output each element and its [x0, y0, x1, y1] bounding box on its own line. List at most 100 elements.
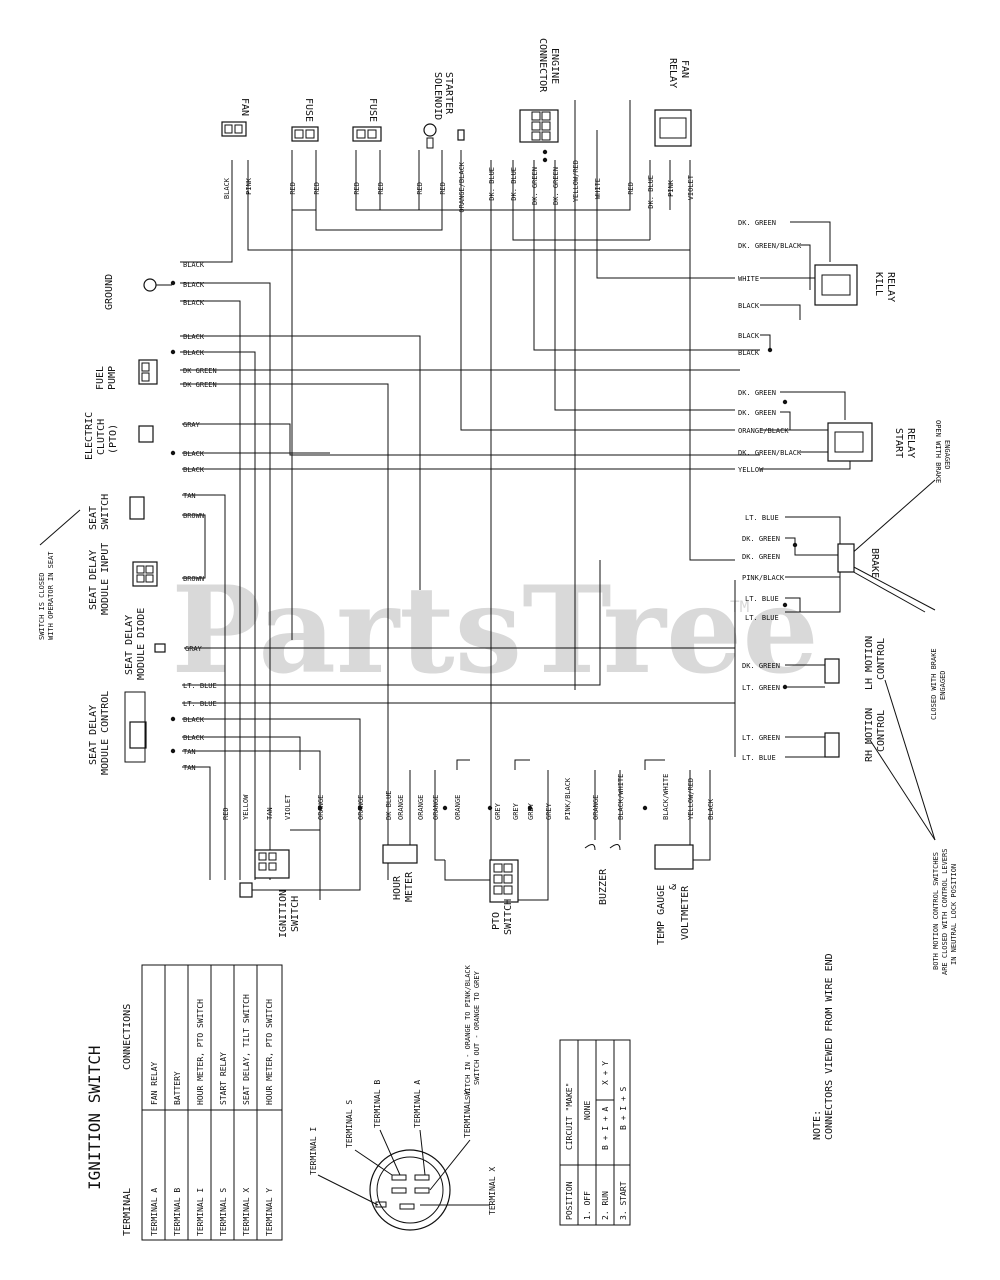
ignition-table-cell: START RELAY — [219, 1052, 228, 1105]
engine-connector-label: CONNECTOR — [537, 38, 548, 93]
wire-label: BLACK — [183, 333, 205, 341]
wire-network — [39, 100, 936, 901]
wire-label: DK. BLUE — [488, 167, 496, 201]
wire-label: RED — [353, 182, 361, 195]
clutch-connector-icon — [138, 425, 154, 443]
wire-label: YELLOW/RED — [572, 160, 580, 202]
lh-motion-label: CONTROL — [876, 638, 887, 680]
temp-gauge-label: TEMP GAUGE — [656, 885, 667, 945]
wire-labels: BLACK PINK RED RED RED RED RED RED ORANG… — [183, 160, 802, 820]
fan-relay-label: FAN — [679, 60, 690, 78]
solenoid-spade-icon — [457, 129, 465, 141]
circuit-table-cell: B + I + S — [619, 1086, 628, 1130]
fan-label: FAN — [239, 98, 250, 116]
seat-delay-diode-label: MODULE DIODE — [136, 608, 147, 680]
circuit-table-cell: B + I + A — [601, 1106, 610, 1150]
wire-label: LT. BLUE — [745, 514, 779, 522]
wire-label: DK. GREEN — [738, 219, 776, 227]
wire-label: ORANGE/BLACK — [458, 161, 466, 212]
seat-switch-label: SEAT — [88, 506, 99, 530]
wire-label: ORANGE — [397, 795, 405, 820]
seat-switch-label: SWITCH — [100, 494, 111, 530]
start-relay-label: START — [893, 428, 904, 458]
kill-relay-label: RELAY — [885, 272, 896, 302]
wire-label: GREY — [512, 802, 520, 820]
fuse-label: FUSE — [367, 98, 378, 122]
hour-meter-label: METER — [404, 871, 415, 902]
buzzer-label: BUZZER — [598, 868, 609, 905]
wire-label: DK. GREEN/BLACK — [738, 449, 802, 457]
wire-label: LT. BLUE — [745, 595, 779, 603]
ignition-table-title: IGNITION SWITCH — [85, 1046, 104, 1191]
wire-label: DK. GREEN — [742, 553, 780, 561]
wire-label: RED — [313, 182, 321, 195]
wire-label: BLACK — [183, 299, 205, 307]
buzzer-terminal-icon — [584, 844, 621, 851]
wire-label: PINK — [667, 179, 675, 197]
ground-label: GROUND — [104, 274, 115, 310]
wire-label: DK BLUE — [385, 790, 393, 820]
ground-ring-icon — [143, 278, 157, 292]
wire-label: ORANGE — [357, 795, 365, 820]
terminal-label: TERMINAL A — [413, 1080, 422, 1128]
wire-label: BLACK — [183, 261, 205, 269]
lh-motion-label: LH MOTION — [864, 636, 875, 690]
ignition-switch-connector-icon — [254, 849, 290, 879]
wire-label: LT. BLUE — [742, 754, 776, 762]
terminal-label: TERMINAL I — [309, 1127, 318, 1175]
wire-label: DK GREEN — [183, 381, 217, 389]
starter-solenoid-label: SOLENOID — [432, 72, 443, 120]
wire-label: RED — [222, 807, 230, 820]
wire-label: BROWN — [183, 575, 204, 583]
circuit-table-cell: 3. START — [619, 1181, 628, 1220]
wire-label: DK. GREEN — [742, 535, 780, 543]
seat-delay-control-label: MODULE CONTROL — [100, 691, 111, 775]
wire-label: BROWN — [183, 512, 204, 520]
wire-label: YELLOW/RED — [687, 778, 695, 820]
wire-label: LT. GREEN — [742, 734, 780, 742]
wire-label: DK. GREEN — [738, 409, 776, 417]
terminal-labels: TERMINAL I TERMINAL S TERMINAL B TERMINA… — [309, 1080, 497, 1215]
pto-note: SWITCH OUT - ORANGE TO GREY — [473, 970, 481, 1085]
wire-label: BLACK/WHITE — [662, 774, 670, 820]
wire-label: LT. BLUE — [183, 682, 217, 690]
motion-note: IN NEUTRAL LOCK POSITION — [950, 864, 958, 965]
wire-label: RED — [377, 182, 385, 195]
wire-label: YELLOW — [738, 466, 764, 474]
wire-label: WHITE — [594, 178, 602, 199]
kill-relay-icon — [814, 264, 858, 306]
pto-note: SWITCH IN - ORANGE TO PINK/BLACK — [464, 964, 472, 1100]
wire-label: RED — [416, 182, 424, 195]
ignition-table-cell: FAN RELAY — [150, 1061, 159, 1105]
main-note: NOTE: — [812, 1110, 823, 1140]
diode-icon — [154, 643, 166, 653]
engine-connector-label: ENGINE — [549, 48, 560, 84]
wire-label: ORANGE — [454, 795, 462, 820]
seat-switch-note: WITH OPERATOR IN SEAT — [47, 551, 55, 640]
watermark: PartsTree TM — [171, 560, 818, 701]
wire-label: DK. GREEN — [531, 167, 539, 205]
ignition-table-cell: TERMINAL S — [219, 1188, 228, 1236]
ignition-switch-table: IGNITION SWITCH TERMINAL CONNECTIONS TER… — [85, 964, 283, 1241]
engine-connector-icon — [519, 109, 559, 143]
rh-motion-label: CONTROL — [876, 710, 887, 752]
fuse-label: FUSE — [303, 98, 314, 122]
terminal-label: TERMINAL B — [373, 1080, 382, 1128]
brake-closed-note: ENGAGED — [939, 670, 947, 700]
wire-label: PINK/BLACK — [742, 574, 785, 582]
pto-switch-label: PTO — [491, 912, 502, 930]
fuel-pump-label: PUMP — [107, 366, 118, 390]
wire-label: TAN — [183, 492, 196, 500]
wire-label: GREY — [527, 802, 535, 820]
wire-label: BLACK — [738, 349, 760, 357]
wire-label: DK GREEN — [183, 367, 217, 375]
ignition-ground-icon — [239, 882, 253, 898]
seat-delay-input-label: MODULE INPUT — [100, 543, 111, 615]
terminal-label: TERMINAL Y — [463, 1090, 472, 1138]
wire-label: GREY — [494, 802, 502, 820]
electric-clutch-label: (PTO) — [108, 424, 119, 454]
wire-label: ORANGE — [317, 795, 325, 820]
terminal-label: TERMINAL S — [345, 1100, 354, 1148]
ignition-table-cell: BATTERY — [173, 1071, 182, 1105]
